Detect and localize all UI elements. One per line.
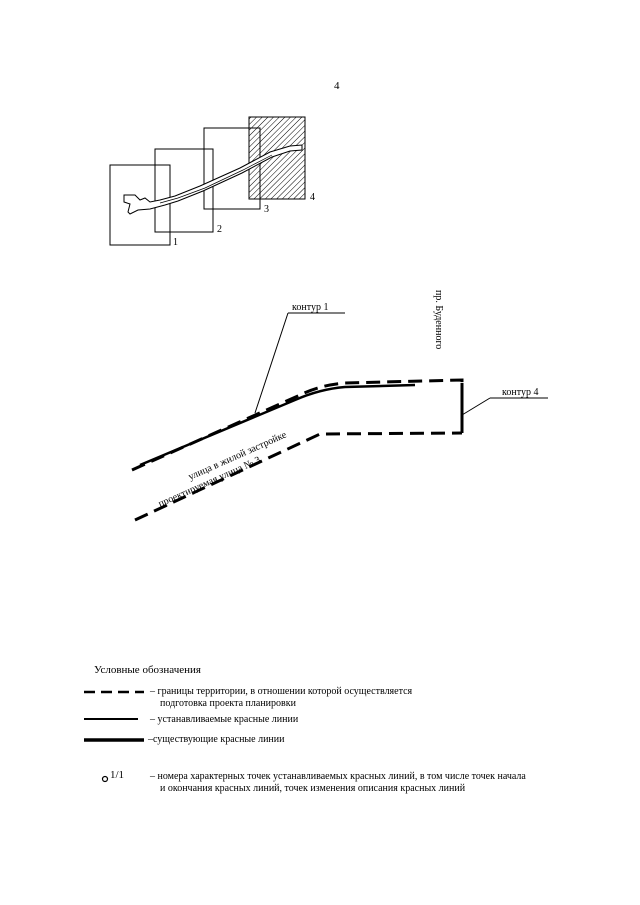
overview-street-outline bbox=[123, 144, 303, 215]
overview-frame-1 bbox=[109, 164, 171, 246]
territory-boundary-upper bbox=[131, 378, 464, 472]
existing-red-line bbox=[139, 383, 416, 467]
territory-boundary-lower bbox=[134, 431, 463, 522]
overview-label-2: 2 bbox=[217, 224, 222, 235]
contour4-label: контур 4 bbox=[502, 387, 538, 398]
overview-label-1: 1 bbox=[173, 237, 178, 248]
overview-label-3: 3 bbox=[264, 204, 269, 215]
overview-label-4: 4 bbox=[310, 192, 315, 203]
contour1-leader bbox=[254, 312, 289, 414]
street-budennogo-label: пр. Буденного bbox=[433, 290, 444, 349]
contour4-leader bbox=[461, 397, 491, 416]
contour1-label: контур 1 bbox=[292, 302, 328, 313]
page-number: 4 bbox=[334, 80, 340, 92]
overview-frame-2 bbox=[154, 148, 214, 233]
